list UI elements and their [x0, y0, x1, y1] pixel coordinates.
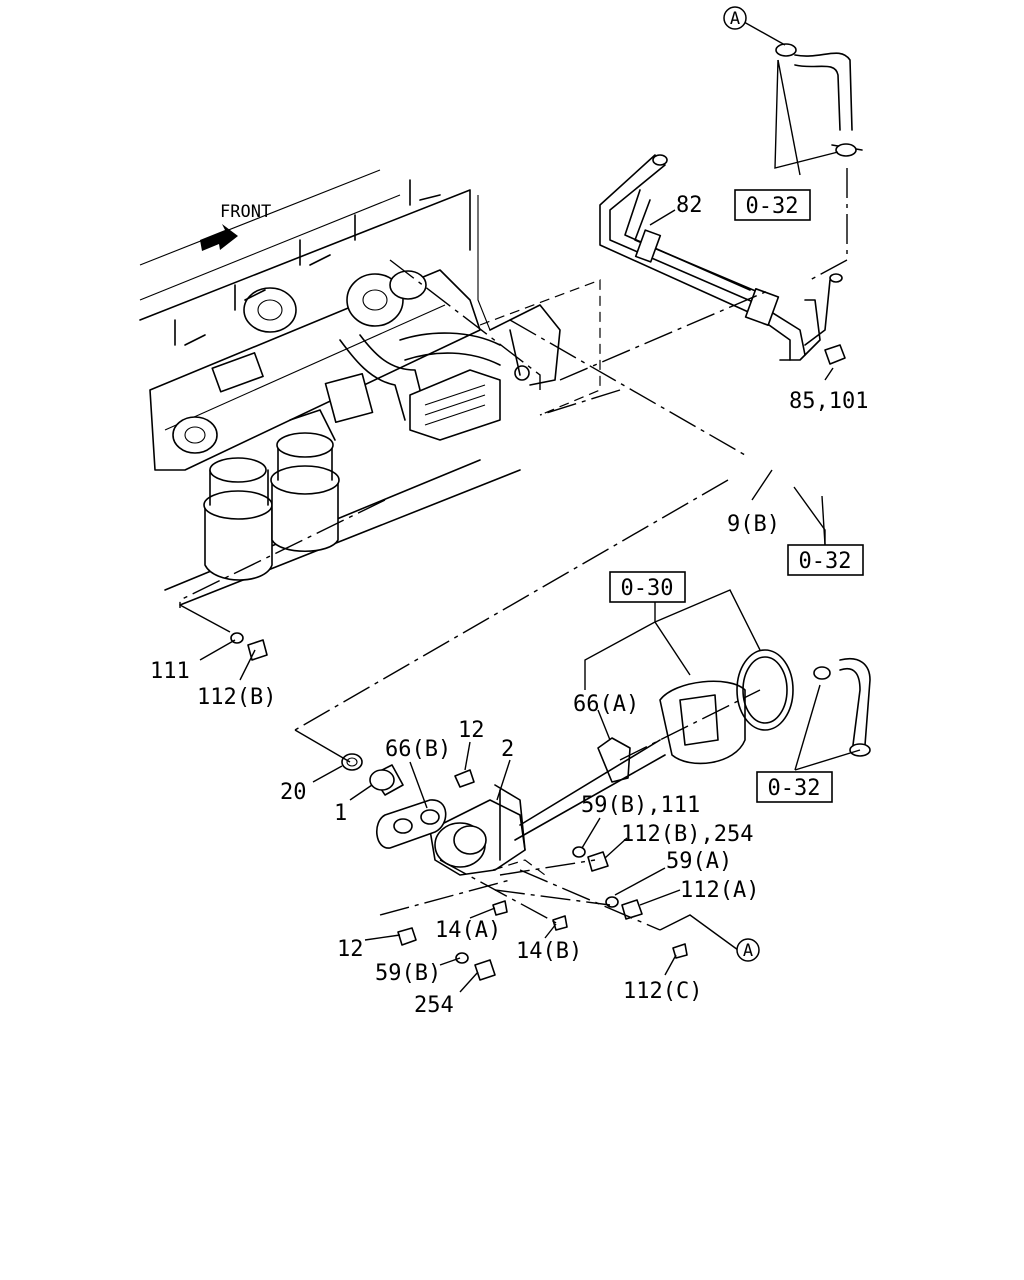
front-label: FRONT	[220, 202, 271, 222]
front-arrow-icon	[200, 224, 238, 251]
label-112b-left: 112(B)	[197, 685, 276, 710]
label-85-101: 85,101	[789, 389, 868, 414]
ref-box-top-label: 0-32	[746, 194, 799, 219]
label-2: 2	[501, 737, 514, 762]
ref-box-right: 0-32	[756, 771, 833, 803]
label-12-top: 12	[458, 718, 485, 743]
label-9b: 9(B)	[727, 512, 780, 537]
egr-valve-assembly	[230, 632, 871, 981]
ref-box-mid-label: 0-32	[799, 549, 852, 574]
label-20: 20	[280, 780, 307, 805]
label-66a: 66(A)	[573, 692, 639, 717]
callout-a-bottom: A	[736, 938, 760, 962]
label-59a: 59(A)	[666, 849, 732, 874]
ref-box-030-label: 0-30	[621, 576, 674, 601]
label-112a: 112(A)	[680, 878, 759, 903]
callout-a-top-label: A	[730, 9, 740, 29]
label-59b-111: 59(B),111	[581, 793, 700, 818]
ref-box-right-label: 0-32	[768, 776, 821, 801]
label-14a: 14(A)	[435, 918, 501, 943]
engine-assembly	[139, 169, 601, 606]
callout-a-top: A	[723, 6, 747, 30]
callout-a-bottom-label: A	[743, 941, 753, 961]
label-111: 111	[150, 659, 190, 684]
label-82: 82	[676, 193, 703, 218]
label-14b: 14(B)	[516, 939, 582, 964]
label-254: 254	[414, 993, 454, 1018]
label-112c: 112(C)	[623, 979, 702, 1004]
ref-box-mid: 0-32	[787, 544, 864, 576]
label-66b: 66(B)	[385, 737, 451, 762]
front-indicator: FRONT	[200, 202, 271, 251]
pipe-assembly-82	[599, 43, 863, 365]
label-59b: 59(B)	[375, 961, 441, 986]
ref-box-top: 0-32	[734, 189, 811, 221]
part-labels: 82 85,101 9(B) 111 112(B) 66(A) 12 2 66(…	[150, 193, 868, 1018]
label-12-bottom: 12	[337, 937, 364, 962]
leaders	[179, 21, 861, 993]
ref-box-030: 0-30	[609, 571, 686, 603]
label-112b-254: 112(B),254	[621, 822, 753, 847]
label-1: 1	[334, 801, 347, 826]
